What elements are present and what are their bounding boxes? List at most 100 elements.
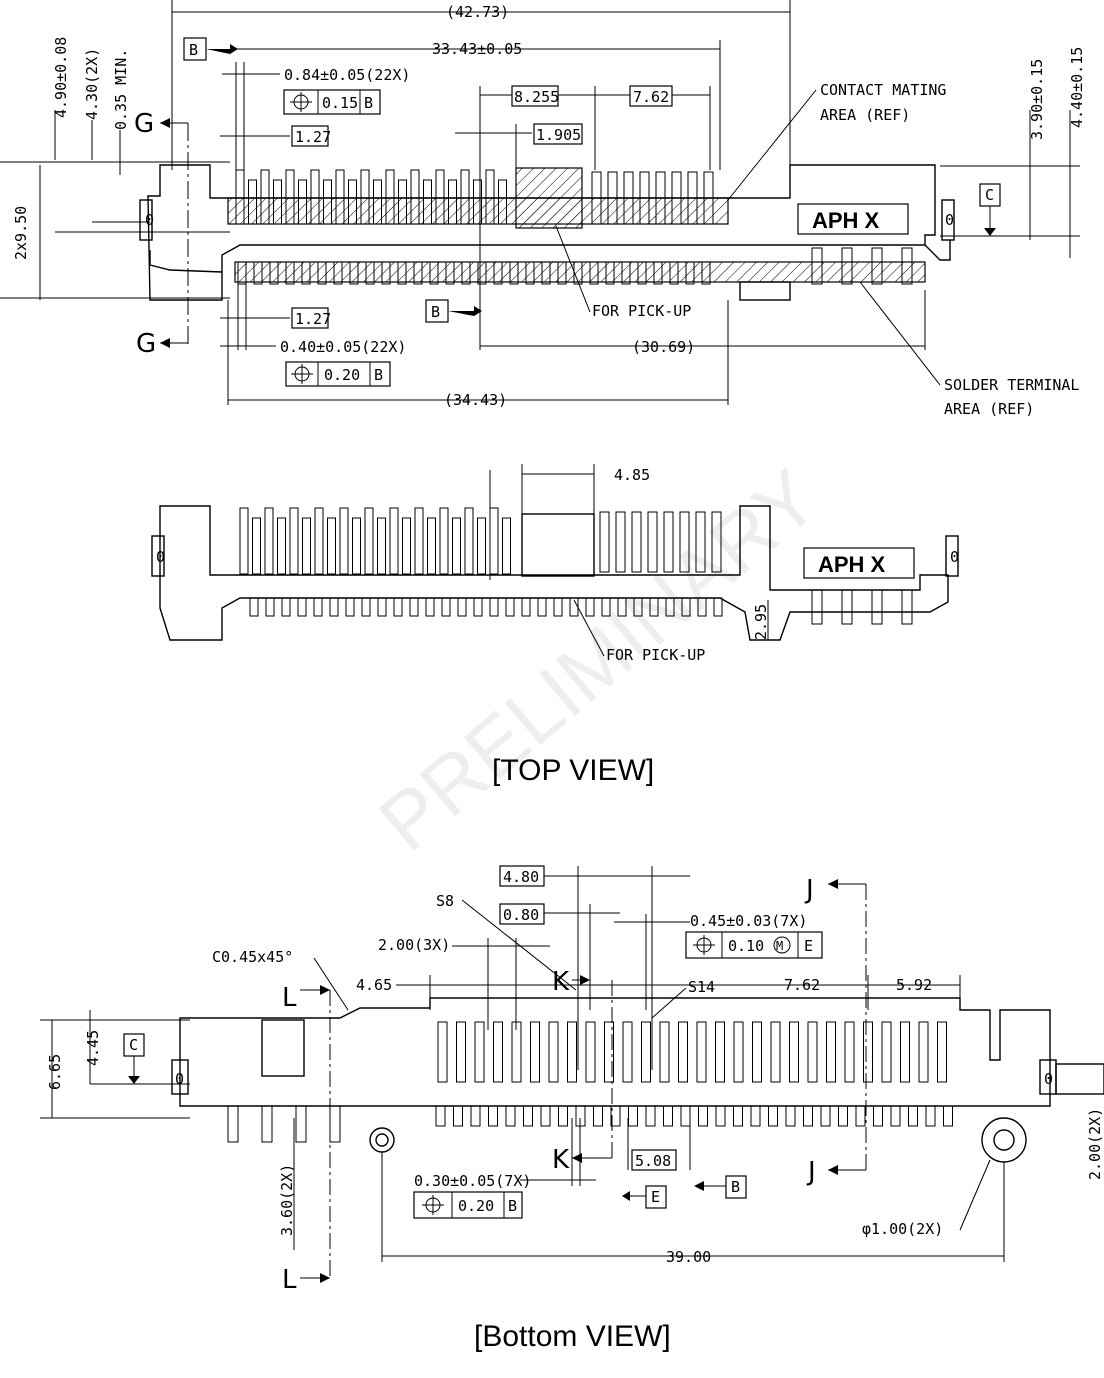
datum-c-top: C [985,186,994,204]
contact [663,511,674,573]
section-l-bottom: L [282,1265,297,1295]
note-contact-1: CONTACT MATING [820,81,946,99]
slot [493,1021,503,1083]
terminal [345,597,355,617]
pin [540,1105,551,1127]
contact [414,507,424,575]
terminal [377,597,387,617]
slot [844,1021,855,1083]
slot [881,1021,892,1083]
contact [377,517,386,575]
terminal [285,261,295,285]
slot [474,1021,485,1083]
slot [789,1021,799,1083]
pin [768,1105,778,1127]
slot [641,1021,651,1083]
tol-0-20-b: 0.20 [458,1197,494,1215]
marking-aph: APH X [812,208,880,233]
contact [427,517,436,575]
side-0-right: 0 [945,211,954,229]
bottom-pins [227,1105,953,1143]
dim-terminal-width: 0.40±0.05(22X) [280,338,406,356]
contact [260,169,270,225]
section-j-bottom: J [806,1157,816,1187]
terminal [653,261,663,285]
terminal [493,261,503,285]
terminal [457,597,467,617]
terminal [589,261,599,285]
terminal [409,597,419,617]
slot [826,1021,836,1083]
terminal [901,247,913,285]
slot [511,1021,522,1083]
dim-4-80: 4.80 [503,868,539,886]
slot [807,1021,818,1083]
terminal [811,589,823,625]
dim-34-43: (34.43) [444,391,507,409]
tol-datum-b-2: B [374,366,383,384]
pin [227,1105,239,1143]
pin [505,1105,516,1127]
section-j-top: J [804,875,814,905]
terminal [605,261,615,285]
slot [456,1021,466,1083]
contact [477,517,486,575]
pin [628,1105,638,1127]
pin [663,1105,673,1127]
pin [838,1105,848,1127]
contact [385,169,395,225]
tol-0-20: 0.20 [324,366,360,384]
slot [770,1021,781,1083]
contact [423,179,432,225]
slot [900,1021,910,1083]
contact [711,511,722,573]
contact [402,517,411,575]
dim-6-65: 6.65 [46,1054,64,1090]
slot [659,1021,670,1083]
bottom-view-title: [Bottom VIEW] [474,1320,671,1353]
terminal [361,597,371,617]
terminal [397,261,407,285]
label-s14: S14 [688,978,715,996]
slot [585,1021,596,1083]
contact [671,171,682,225]
contact [448,179,457,225]
contact [302,517,311,575]
terminal [553,597,563,617]
contact [498,179,507,225]
pin [488,1105,498,1127]
datum-b-mid: B [431,303,440,321]
dim-3-90: 3.90±0.15 [1028,59,1046,140]
slot [752,1021,762,1083]
pin [820,1105,831,1127]
contact [623,171,634,225]
note-solder-1: SOLDER TERMINAL [944,376,1079,394]
top-view-overview: 4.85 0 0 APH X FOR PICK-UP 2.95 [151,464,959,664]
contact [439,507,449,575]
pin [435,1105,446,1127]
pin [908,1105,918,1127]
pin [733,1105,743,1127]
terminal [637,261,647,285]
dim-0-35: 0.35 MIN. [112,49,130,130]
terminal [617,597,627,617]
terminal [381,261,391,285]
dim-0-30: 0.30±0.05(7X) [414,1172,531,1190]
dim-overall: (42.73) [446,3,509,21]
terminal [425,597,435,617]
section-g-bottom: G [136,329,156,359]
slot [918,1021,929,1083]
slot [567,1021,577,1083]
contact [679,511,690,573]
terminal [557,261,567,285]
contact [264,507,274,575]
dim-30-69: (30.69) [632,338,695,356]
terminal [301,261,311,285]
contact [310,169,320,225]
section-k-bottom: K [552,1145,570,1175]
contact [703,171,714,225]
contact [464,507,474,575]
terminal [841,589,853,625]
contact [607,171,618,225]
dim-5-92: 5.92 [896,976,932,994]
